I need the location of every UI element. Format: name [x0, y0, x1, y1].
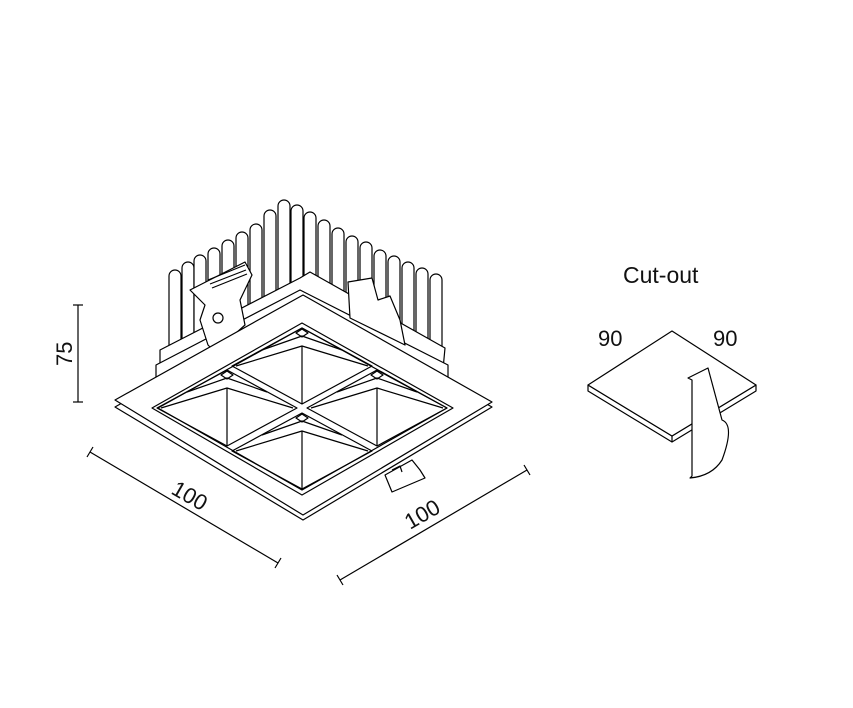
cutout-title: Cut-out	[623, 262, 699, 288]
optic-cells	[156, 327, 448, 490]
cutout-diagram: Cut-out 90 90	[587, 262, 757, 479]
dimension-height: 75	[52, 304, 83, 403]
spring-clip-right	[384, 459, 426, 493]
cutout-depth-label: 90	[713, 326, 737, 351]
width-label: 100	[168, 476, 212, 516]
optic-cell	[231, 327, 373, 405]
flange	[114, 294, 493, 521]
optic-cell	[306, 369, 448, 447]
saw-icon	[687, 367, 730, 479]
optic-cell	[156, 369, 298, 447]
optic-cell	[231, 412, 373, 490]
depth-label: 100	[400, 494, 444, 534]
height-label: 75	[52, 342, 77, 366]
cutout-width-label: 90	[598, 326, 622, 351]
